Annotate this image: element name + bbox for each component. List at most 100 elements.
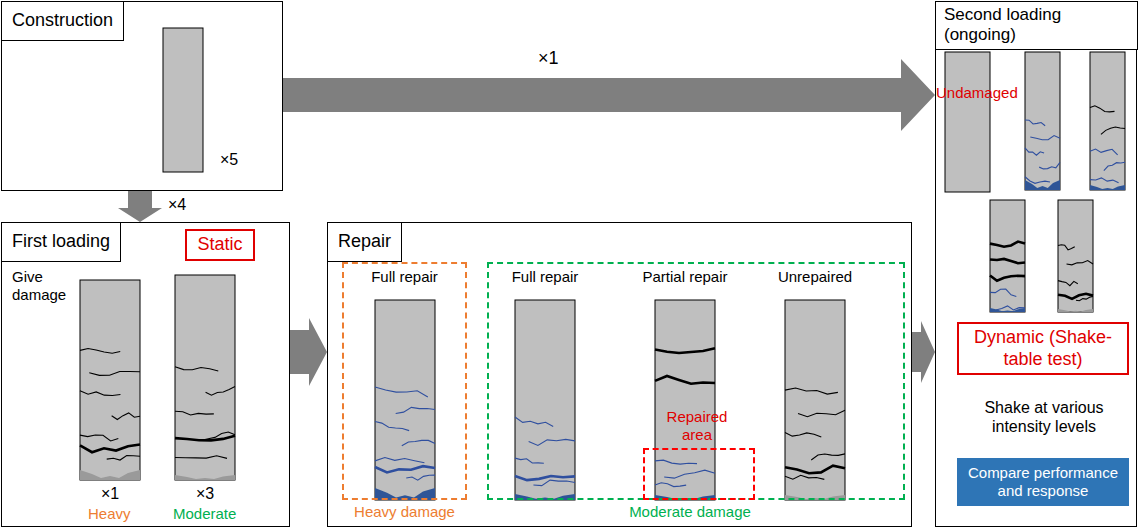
crack	[1067, 261, 1093, 265]
block-arrow	[912, 321, 935, 383]
loading-type-box: Dynamic (Shake-table test)	[957, 322, 1129, 375]
box-label: Compare performance and response	[963, 464, 1123, 500]
stage-heading: Second loading (ongoing)	[935, 1, 1138, 50]
crack	[107, 456, 140, 461]
annotation-label: ×3	[196, 484, 214, 503]
column-specimen	[515, 300, 575, 500]
crack	[785, 475, 824, 479]
column-body	[1090, 52, 1125, 190]
node-label: Moderate damage	[590, 503, 790, 521]
crack	[1030, 136, 1060, 140]
crack	[89, 371, 140, 375]
crack	[785, 433, 821, 437]
column-body	[515, 300, 575, 500]
node-label: Undamaged	[936, 84, 1026, 102]
crack	[406, 475, 435, 480]
crack	[798, 410, 845, 416]
box-label: Static	[191, 234, 249, 256]
loading-type-box: Static	[185, 229, 255, 261]
crack	[655, 460, 697, 464]
box-label: Dynamic (Shake-table test)	[963, 327, 1123, 370]
crack	[1025, 120, 1045, 126]
crack	[80, 435, 118, 441]
node-label: Full repair	[342, 268, 467, 286]
node-label: Heavy damage	[327, 503, 482, 521]
block-arrow	[290, 318, 327, 386]
spalling	[1025, 180, 1060, 190]
block-arrow	[283, 59, 935, 131]
spalling	[1058, 309, 1093, 312]
column-body	[1025, 52, 1060, 190]
annotation-label: Give damage	[12, 268, 76, 304]
column-specimen	[1058, 200, 1093, 312]
crack	[990, 289, 1016, 297]
node-label: Partial repair	[625, 268, 745, 286]
crack	[375, 387, 428, 397]
annotation-label: ×1	[101, 484, 119, 503]
stage-panel: RepairFull repairHeavy damageFull repair…	[327, 222, 912, 527]
crack	[80, 391, 120, 396]
crack	[1090, 106, 1115, 112]
annotation-label: Heavy	[88, 505, 131, 523]
stage-heading: Construction	[1, 1, 124, 41]
column-specimen	[375, 300, 435, 500]
crack	[375, 457, 424, 462]
crack	[1058, 294, 1093, 299]
column-specimen	[175, 275, 235, 480]
column-body	[785, 300, 845, 500]
column-body	[1058, 200, 1093, 312]
crack	[1090, 178, 1119, 183]
crack	[990, 275, 1025, 280]
crack	[811, 454, 845, 460]
damage-group: Full repairPartial repairUnrepairedModer…	[487, 262, 905, 500]
crack	[402, 440, 435, 445]
crack	[1090, 149, 1118, 155]
crack	[375, 422, 409, 431]
crack	[515, 417, 553, 427]
crack	[1104, 162, 1125, 170]
column-specimen	[655, 300, 715, 500]
crack	[990, 259, 1025, 263]
crack	[785, 388, 838, 394]
column-specimen	[990, 200, 1025, 312]
edge-label: ×4	[168, 195, 186, 214]
crack	[785, 466, 845, 474]
spalling	[990, 308, 1025, 312]
crack	[175, 436, 235, 441]
stage-heading: Repair	[327, 222, 402, 262]
column-body	[655, 300, 715, 500]
column-body	[990, 200, 1025, 312]
edge-label: ×1	[538, 48, 559, 70]
crack	[990, 242, 1025, 247]
column-body	[175, 275, 235, 480]
spalling	[175, 475, 235, 480]
annotation-label: ×5	[220, 150, 238, 169]
spalling	[1090, 185, 1125, 190]
node-label: Full repair	[490, 268, 600, 286]
crack	[112, 413, 140, 420]
crack	[1058, 281, 1078, 286]
crack	[1025, 148, 1044, 155]
crack	[1076, 296, 1093, 300]
crack	[1039, 162, 1060, 168]
column-body	[945, 52, 990, 192]
crack	[175, 411, 214, 415]
repaired-area-box: Repaired area	[643, 448, 755, 500]
block-arrow	[118, 191, 162, 222]
crack	[206, 387, 235, 396]
crack	[515, 458, 544, 463]
column-body	[375, 300, 435, 500]
crack	[80, 444, 140, 452]
column-body	[80, 280, 140, 480]
stage-panel: Second loading (ongoing)UndamagedShake a…	[935, 1, 1137, 527]
stage-panel: First loadingStatic	[1, 222, 290, 527]
result-box: Compare performance and response	[957, 458, 1129, 506]
node-label: Repaired area	[655, 408, 739, 444]
damage-group: Full repairHeavy damage	[342, 262, 467, 500]
column-specimen	[1025, 52, 1060, 190]
column-specimen	[163, 28, 203, 172]
column-body	[163, 28, 203, 172]
column-specimen	[785, 300, 845, 500]
